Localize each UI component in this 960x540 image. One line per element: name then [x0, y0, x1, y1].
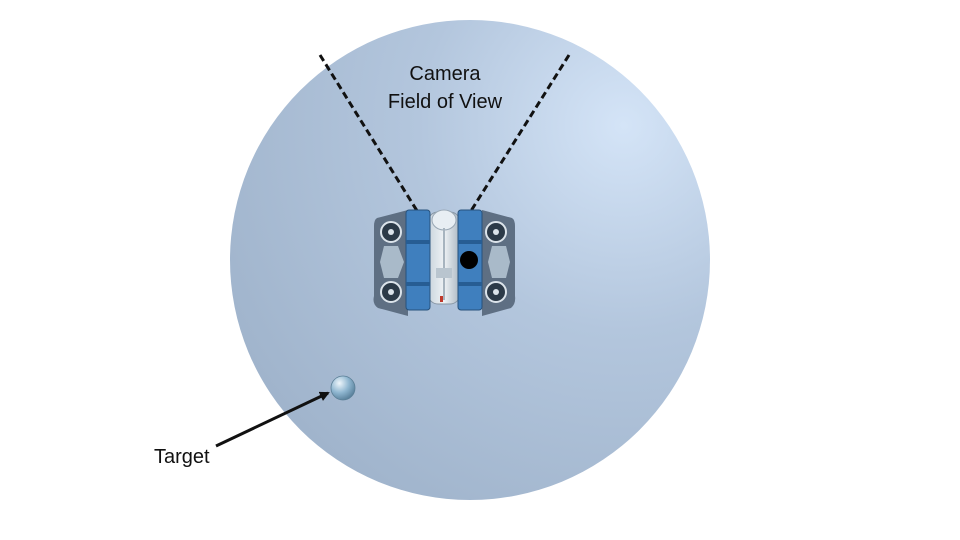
camera-fov-label-line1: Camera [409, 63, 481, 85]
thruster-icon [380, 221, 402, 243]
camera-dot-icon [460, 251, 478, 269]
target-arrow [215, 391, 330, 448]
camera-fov-label-line2: Field of View [387, 91, 503, 113]
thruster-icon [380, 281, 402, 303]
thruster-icon [485, 281, 507, 303]
thruster-icon [485, 221, 507, 243]
sphere-icon [330, 375, 356, 401]
target-label: Target [154, 446, 210, 468]
rov-icon [373, 209, 516, 316]
